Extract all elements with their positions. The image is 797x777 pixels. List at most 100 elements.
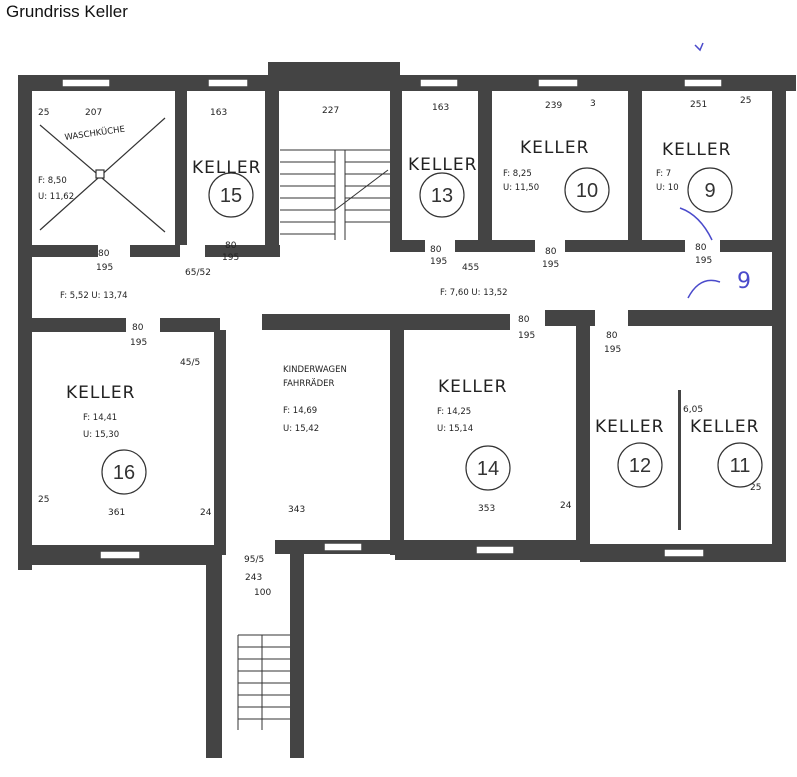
room-16-number: 16 (113, 462, 135, 484)
room-10-area: F: 8,25 (503, 169, 532, 179)
dim-label: 251 (690, 100, 707, 110)
room-16-area: F: 14,41 (83, 413, 117, 423)
dim-label: 24 (200, 508, 212, 518)
dim-label: 195 (96, 263, 113, 273)
dim-label: 163 (210, 108, 227, 118)
dim-label: 239 (545, 101, 562, 111)
window (323, 542, 363, 552)
room-14-number: 14 (477, 458, 499, 480)
dim-label: 80 (225, 241, 237, 251)
room-14-perimeter: U: 15,14 (437, 424, 473, 434)
room-10-number: 10 (576, 180, 598, 202)
dim-label: 195 (518, 331, 535, 341)
wall-top (18, 75, 796, 91)
wall-int-2 (265, 75, 279, 250)
dim-label: 95/5 (244, 555, 264, 565)
room-9-annotation: 9 (737, 269, 751, 294)
wall-corr-bot-3 (262, 314, 510, 330)
window (683, 78, 723, 88)
dim-label: 25 (750, 483, 761, 493)
dim-label: 80 (98, 249, 110, 259)
dim-label: 343 (288, 505, 305, 515)
room-15-number: 15 (220, 185, 242, 207)
room-11-label: KELLER (690, 417, 759, 437)
dim-label: 195 (695, 256, 712, 266)
cross-drain-symbol (39, 117, 166, 233)
room-9-label: KELLER (662, 140, 731, 160)
room-11-number: 11 (730, 455, 751, 477)
window (663, 548, 705, 558)
wall-corr-bot-4 (545, 310, 595, 326)
window (207, 78, 249, 88)
room-16-perimeter: U: 15,30 (83, 430, 119, 440)
wall-corr-top-3 (205, 245, 280, 257)
dim-label: 100 (254, 588, 271, 598)
dim-label: 195 (604, 345, 621, 355)
wall-annex-right (290, 548, 304, 758)
room-9-number: 9 (704, 180, 715, 202)
dim-label: 163 (432, 103, 449, 113)
dim-label: 455 (462, 263, 479, 273)
dim-label: 227 (322, 106, 339, 116)
room-wash-area: F: 8,50 (38, 176, 67, 186)
dim-label: 80 (430, 245, 442, 255)
dim-label: 80 (132, 323, 144, 333)
wall-corr-bot-1 (18, 318, 126, 332)
dim-label: 3 (590, 99, 596, 109)
room-bikes-line2: FAHRRÄDER (283, 378, 335, 389)
dimension-labels: 25 207 163 227 163 239 3 251 25 80 195 8… (38, 96, 761, 598)
wall-corr-top-5 (455, 240, 535, 252)
dim-label: 195 (222, 253, 239, 263)
dim-label: 65/52 (185, 268, 211, 278)
room-bikes-area: F: 14,69 (283, 406, 317, 416)
dim-label: 353 (478, 504, 495, 514)
wall-corr-top-4 (390, 240, 425, 252)
window (61, 78, 111, 88)
page-title: Grundriss Keller (6, 2, 128, 21)
dim-label: 243 (245, 573, 262, 583)
room-wash-label: WASCHKÜCHE (64, 124, 126, 143)
wall-int-3 (390, 75, 402, 250)
room-12-number: 12 (629, 455, 651, 477)
dim-label: 80 (695, 243, 707, 253)
wall-thin-11-12 (678, 390, 681, 530)
dim-label: 80 (518, 315, 530, 325)
windows (61, 78, 723, 560)
dim-label: 80 (606, 331, 618, 341)
wall-top-stair-box (268, 62, 400, 76)
room-15-label: KELLER (192, 158, 261, 178)
room-wash-perimeter: U: 11,62 (38, 192, 74, 202)
room-9-area: F: 7 (656, 169, 671, 179)
room-10-perimeter: U: 11,50 (503, 183, 539, 193)
dim-label: 24 (560, 501, 572, 511)
room-13-label: KELLER (408, 155, 477, 175)
room-14-area: F: 14,25 (437, 407, 471, 417)
dim-label: 25 (38, 495, 49, 505)
wall-annex-left (206, 548, 222, 758)
dim-label: 25 (38, 108, 49, 118)
wall-corr-bot-2 (160, 318, 220, 332)
dim-label: 45/5 (180, 358, 200, 368)
dim-label: 25 (740, 96, 751, 106)
staircase-lower (237, 634, 290, 730)
room-10-label: KELLER (520, 138, 589, 158)
dim-label: 80 (545, 247, 557, 257)
room-bikes-line1: KINDERWAGEN (283, 365, 347, 375)
dim-label: 207 (85, 108, 102, 118)
room-bikes-perimeter: U: 15,42 (283, 424, 319, 434)
wall-low-3 (576, 325, 590, 555)
window (419, 78, 459, 88)
wall-low-1 (214, 330, 226, 555)
wall-int-4 (478, 85, 492, 245)
wall-corr-top-6 (565, 240, 685, 252)
wall-low-2 (390, 325, 404, 555)
dim-label: 195 (430, 257, 447, 267)
room-9-perimeter: U: 10 (656, 183, 679, 193)
walls (18, 62, 796, 758)
dim-label: 195 (542, 260, 559, 270)
wall-corr-top-2 (130, 245, 180, 257)
room-12-label: KELLER (595, 417, 664, 437)
room-13-number: 13 (431, 185, 453, 207)
dim-label: 6,05 (683, 405, 703, 415)
